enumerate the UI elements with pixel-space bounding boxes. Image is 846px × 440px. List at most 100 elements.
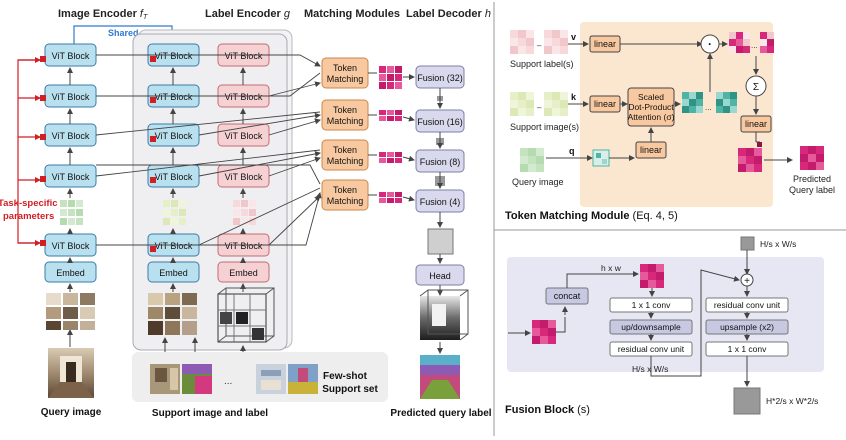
svg-text:–: – [537, 103, 542, 112]
svg-text:ViT Block: ViT Block [225, 241, 263, 251]
fusion-token-input [532, 320, 556, 344]
svg-text:linear: linear [594, 39, 616, 49]
svg-text:Fusion (32): Fusion (32) [417, 73, 463, 83]
output-size-label: H*2/s x W*2/s [766, 396, 818, 406]
scaled-dot-product-attention [627, 87, 675, 127]
svg-text:Embed: Embed [159, 268, 188, 278]
svg-text:v: v [571, 32, 576, 42]
svg-text:linear: linear [594, 99, 616, 109]
svg-text:+: + [744, 276, 750, 287]
fusion-output-feature [733, 387, 761, 415]
svg-text:Token: Token [333, 105, 357, 115]
svg-text:...: ... [705, 103, 712, 112]
svg-text:ViT Block: ViT Block [52, 172, 90, 182]
svg-text:k: k [571, 92, 577, 102]
svg-text:Query label: Query label [789, 185, 835, 195]
svg-text:Head: Head [429, 271, 451, 281]
encoder-to-matching-lines [95, 54, 322, 246]
magenta-grid [379, 66, 402, 89]
svg-text:ViT Block: ViT Block [225, 172, 263, 182]
fusion-block-title: Fusion Block (s) [505, 404, 590, 416]
label-decoder-column: Fusion (32) Fusion (16) Fusion (8) Fusio… [390, 65, 492, 419]
svg-text:linear: linear [640, 145, 662, 155]
svg-text:Matching: Matching [327, 74, 364, 84]
svg-text:Token: Token [333, 185, 357, 195]
predicted-caption: Predicted [793, 174, 831, 184]
predicted-depth-map [419, 289, 469, 341]
predicted-segmentation [420, 355, 460, 399]
svg-text:Attention (σ): Attention (σ) [628, 112, 675, 122]
support-thumb [256, 364, 286, 394]
task-specific-label: Task-specific [0, 198, 58, 209]
svg-text:Matching: Matching [327, 196, 364, 206]
svg-text:ViT Block: ViT Block [155, 241, 193, 251]
svg-text:ViT Block: ViT Block [52, 51, 90, 61]
svg-text:ViT Block: ViT Block [155, 92, 193, 102]
support-images-caption: Support image(s) [510, 122, 579, 132]
svg-text:–: – [537, 41, 542, 50]
svg-text:Support set: Support set [322, 384, 378, 395]
svg-text:Fusion (16): Fusion (16) [417, 117, 463, 127]
svg-text:ViT Block: ViT Block [155, 131, 193, 141]
support-set-ellipsis: ... [224, 376, 232, 387]
svg-text:...: ... [751, 41, 758, 50]
token-matching-column: Token Matching Token Matching Token Matc… [321, 57, 369, 211]
support-image-patches [148, 293, 197, 335]
support-labels-caption: Support label(s) [510, 59, 574, 69]
attention-weights-tokens: ... [682, 92, 737, 113]
svg-text:Embed: Embed [56, 268, 85, 278]
svg-text:linear: linear [745, 119, 767, 129]
svg-text:ViT Block: ViT Block [52, 241, 90, 251]
token-module-panel [580, 22, 773, 207]
svg-text:parameters: parameters [3, 211, 54, 222]
header-label-encoder: Label Encoder g [205, 8, 291, 20]
support-label-cube [217, 287, 275, 343]
matched-token-grids [379, 66, 402, 203]
svg-text:ViT Block: ViT Block [155, 172, 193, 182]
image-encoder-column: ViT Block ViT Block ViT Block ViT Block … [40, 43, 102, 418]
caption-predicted-query-label: Predicted query label [390, 408, 491, 419]
support-label-thumb [288, 364, 318, 394]
predicted-query-label-grid [800, 146, 824, 170]
svg-text:Matching: Matching [327, 116, 364, 126]
svg-text:Fusion (4): Fusion (4) [420, 197, 461, 207]
support-image-tokens: – [510, 92, 568, 116]
svg-text:ViT Block: ViT Block [155, 51, 193, 61]
weighted-label-tokens: ... [729, 32, 774, 53]
svg-text:Fusion (8): Fusion (8) [420, 157, 461, 167]
token-grid-light-pink [233, 200, 256, 225]
svg-text:q: q [569, 146, 575, 156]
svg-text:·: · [708, 37, 712, 51]
support-thumb [150, 364, 180, 394]
header-label-decoder: Label Decoder h [406, 8, 491, 20]
token-grid-light-green [163, 200, 186, 225]
svg-text:Token: Token [333, 145, 357, 155]
caption-support-image-label: Support image and label [152, 408, 268, 419]
query-image-caption: Query image [512, 177, 564, 187]
few-shot-label: Few-shot [323, 371, 368, 382]
token-module-title: Token Matching Module (Eq. 4, 5) [505, 210, 678, 222]
svg-text:ViT Block: ViT Block [225, 51, 263, 61]
support-label-tokens: – [510, 30, 568, 54]
hxw-label: h x w [601, 263, 622, 273]
token-grid-green [60, 200, 83, 225]
svg-text:Embed: Embed [229, 268, 258, 278]
magenta-grid-small [379, 192, 402, 203]
svg-text:up/downsample: up/downsample [621, 322, 681, 332]
input-size-label: H/s x W/s [760, 239, 796, 249]
header-matching-modules: Matching Modules [304, 8, 400, 20]
decoder-feature-map [427, 228, 454, 255]
svg-text:upsample (x2): upsample (x2) [720, 322, 774, 332]
shared-label: Shared [108, 28, 139, 38]
fusion-input-feature [740, 236, 755, 251]
svg-text:ViT Block: ViT Block [225, 92, 263, 102]
query-image-photo [48, 348, 94, 398]
svg-text:Matching: Matching [327, 156, 364, 166]
svg-text:ViT Block: ViT Block [52, 131, 90, 141]
magenta-grid-small [379, 152, 402, 163]
svg-text:1 x 1 conv: 1 x 1 conv [728, 344, 767, 354]
svg-text:residual conv unit: residual conv unit [618, 344, 685, 354]
svg-text:Scaled: Scaled [638, 92, 664, 102]
